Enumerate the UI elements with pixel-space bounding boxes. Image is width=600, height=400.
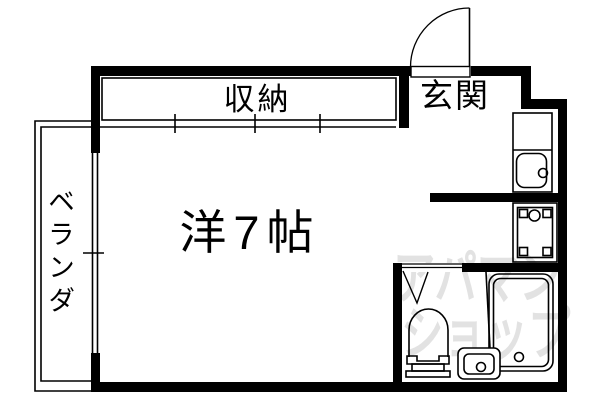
walls-group — [91, 66, 567, 392]
toilet-base — [405, 370, 451, 378]
wall-top-left-run — [91, 66, 411, 76]
entry-door-swing — [409, 7, 471, 78]
sink-faucet — [537, 167, 549, 179]
wall-bathroom-top — [462, 263, 567, 272]
wall-bathroom-left — [393, 263, 402, 392]
bathtub-drain — [513, 351, 525, 363]
bathtub — [485, 271, 554, 372]
wall-closet-stub — [399, 66, 409, 128]
entry-door-arc — [409, 7, 470, 68]
washer-foot — [542, 208, 552, 219]
main-room-label: 洋7帖 — [179, 206, 321, 259]
folding-door-v-mark — [402, 270, 429, 305]
toilet-seat-step — [406, 355, 450, 365]
wall-step-vertical — [521, 66, 531, 109]
wall-top-right-run — [471, 66, 523, 76]
washer-outer — [512, 202, 558, 263]
folding-door — [402, 263, 462, 305]
sink-counter — [512, 112, 553, 193]
wall-bottom — [91, 382, 567, 392]
washer-foot — [518, 208, 529, 219]
wall-step-horizontal — [521, 99, 567, 109]
washing-machine-pan — [512, 202, 558, 263]
washbasin — [457, 347, 501, 380]
wall-right — [558, 99, 567, 392]
washer-inner — [516, 206, 554, 259]
washbasin-bowl — [463, 353, 495, 375]
kitchen-sink — [512, 112, 553, 193]
window — [83, 153, 104, 353]
veranda-outer-rail — [34, 120, 91, 392]
entry-threshold — [410, 65, 471, 78]
veranda-inner-rail — [40, 126, 91, 382]
wall-left-lower — [91, 353, 100, 392]
wall-kitchen-partition — [430, 193, 567, 202]
doors-group — [402, 7, 471, 305]
veranda-railing — [34, 120, 91, 392]
washbasin-drain — [475, 361, 487, 373]
bathtub-apron-line — [485, 271, 491, 349]
bathtub-inner — [492, 277, 550, 368]
linework-group — [34, 77, 558, 392]
wall-left-upper — [91, 66, 100, 153]
storage-label: 収納 — [223, 82, 292, 117]
toilet — [405, 308, 451, 378]
entrance-label: 玄関 — [420, 77, 490, 114]
toilet-tank — [411, 363, 445, 372]
veranda-label: ベランダ — [44, 187, 74, 319]
sink-bowl — [515, 152, 548, 189]
closet-box — [101, 77, 397, 121]
washer-foot — [518, 246, 529, 257]
washer-drain — [528, 209, 541, 222]
closet-sliding-door — [100, 77, 397, 133]
washer-foot — [542, 246, 552, 257]
toilet-bowl — [408, 308, 449, 357]
